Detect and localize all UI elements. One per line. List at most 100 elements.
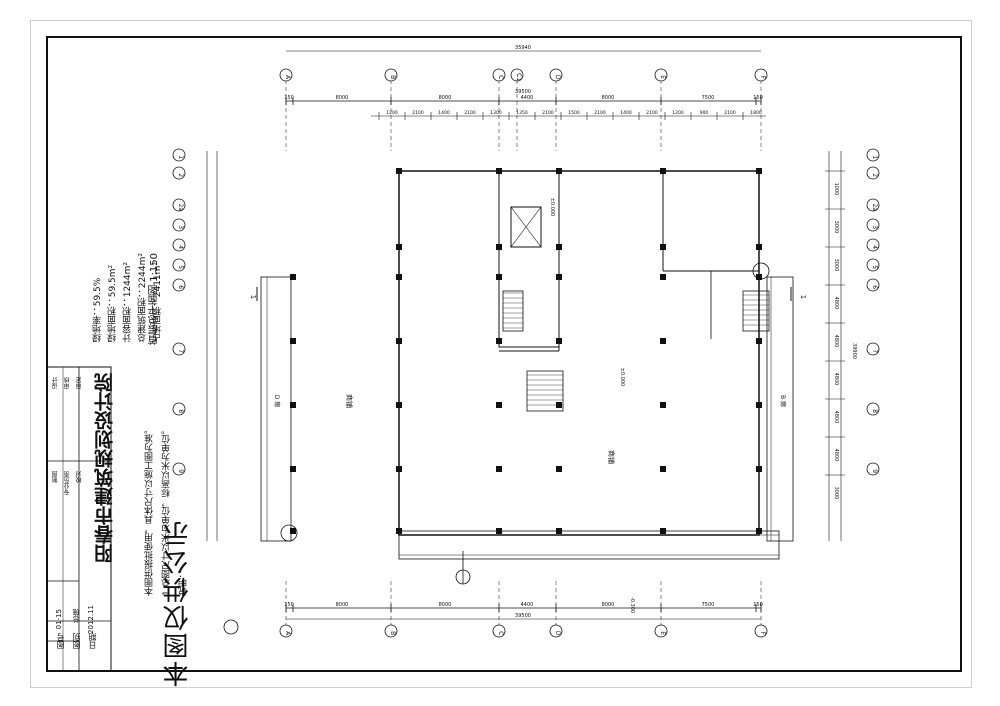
grid-axis-bubble [866, 218, 880, 232]
role-cell: 审核 [64, 377, 71, 389]
side-axis-label: 4 [871, 245, 878, 249]
grid-axis-bubble [754, 68, 768, 82]
area-line: 绿地面积：59.5m² [108, 264, 118, 343]
side-axis-label: 7 [871, 349, 878, 353]
structural-column [496, 274, 502, 280]
dim-label: 2100 [412, 110, 424, 116]
dim-label: 150 [753, 95, 763, 101]
dim-label: 150 [753, 602, 763, 608]
dim-label: 1200 [672, 110, 684, 116]
elevation-label: ±0.000 [549, 198, 555, 217]
grid-axis-bubble [866, 278, 880, 292]
structural-column [756, 338, 762, 344]
structural-column [556, 466, 562, 472]
structural-column [660, 528, 666, 534]
dim-label: 2100 [724, 110, 736, 116]
grid-axis-bubble [172, 218, 186, 232]
canopy-band [398, 530, 780, 560]
structural-column [756, 466, 762, 472]
grid-axis-bubble [172, 402, 186, 416]
grid-axis-bubble [384, 68, 398, 82]
structural-column [756, 528, 762, 534]
lift-cross [510, 206, 542, 248]
elevation-label: -0.300 [629, 597, 635, 613]
grid-axis-label: D [554, 75, 561, 80]
grid-axis-bubble [654, 68, 668, 82]
structural-column [756, 274, 762, 280]
structural-column [290, 274, 296, 280]
dim-label: 150 [284, 602, 294, 608]
side-dim-label: 4800 [833, 297, 839, 310]
corridor-label: D 廊 [273, 395, 281, 408]
side-axis-label: 2 [177, 173, 184, 177]
side-dim-label: 4800 [833, 449, 839, 462]
dim-label: 1800 [750, 110, 762, 116]
grid-axis-bubble [172, 278, 186, 292]
grid-axis-label: C1 [515, 73, 522, 81]
room-label: 商铺 [345, 394, 354, 408]
dim-label: 8000 [602, 95, 615, 101]
side-axis-label: 3 [871, 225, 878, 229]
notes-line: 1.总图尺寸以米为单位，标高以米为单位。 [162, 425, 172, 596]
side-dim-label: 1000 [833, 183, 839, 196]
room-label: 商铺 [607, 450, 616, 464]
overall-dim: 39500 [515, 89, 531, 95]
side-axis-label: 1 [871, 155, 878, 159]
grid-axis-bubble [549, 624, 563, 638]
grid-axis-label: A [284, 631, 291, 636]
grid-axis-label: B [389, 75, 396, 79]
grid-axis-bubble [866, 462, 880, 476]
elevation-label: ±0.000 [619, 368, 625, 387]
building-outline [398, 170, 760, 536]
stair-box [526, 370, 564, 412]
structural-column [660, 168, 666, 174]
structural-column [756, 402, 762, 408]
institute-name: 阳春市建筑规划设计院 [94, 373, 116, 563]
grid-axis-bubble [172, 148, 186, 162]
side-axis-label: 5 [871, 265, 878, 269]
corner-marker [280, 524, 298, 542]
side-axis-label: 6 [177, 285, 184, 289]
grid-axis-bubble [172, 198, 186, 212]
lift-shaft [510, 206, 542, 248]
grid-axis-bubble [654, 624, 668, 638]
grid-axis-label: F [759, 631, 766, 635]
grid-axis-bubble [172, 258, 186, 272]
dim-label: 150 [284, 95, 294, 101]
structural-column [660, 338, 666, 344]
area-stats: 占地面积：2411m² 总建筑面积：2244m² 计容面积：1244m² 绿地面… [91, 253, 164, 342]
structural-column [660, 274, 666, 280]
structural-column [556, 402, 562, 408]
grid-axis-bubble [172, 238, 186, 252]
structural-column [396, 244, 402, 250]
structural-column [496, 244, 502, 250]
structural-column [660, 244, 666, 250]
role-cell: 制图 [52, 471, 59, 483]
side-axis-label: 2a [177, 203, 184, 211]
overall-dim: 39500 [515, 613, 531, 619]
date-value: 2012.11 [87, 605, 95, 634]
reference-marker [223, 619, 239, 635]
structural-column [396, 466, 402, 472]
grid-axis-bubble [492, 624, 506, 638]
stair-box [502, 290, 524, 332]
structural-column [396, 338, 402, 344]
corner-marker [752, 262, 770, 280]
grid-axis-bubble [384, 624, 398, 638]
notes-heading: 说明： [179, 569, 189, 596]
structural-column [396, 168, 402, 174]
grid-axis-bubble [866, 148, 880, 162]
structural-column [496, 466, 502, 472]
drawing-value: 总施 [72, 609, 80, 623]
side-dim-label: 4800 [833, 411, 839, 424]
role-cell: 审定 [76, 377, 83, 389]
date-label: 日期 [88, 633, 97, 649]
dim-label: 4400 [521, 602, 534, 608]
side-axis-label: 7 [177, 349, 184, 353]
notes: 说明： 1.总图尺寸以米为单位，标高以米为单位。 本图供报批使用，具体尺寸以施工… [143, 425, 190, 596]
grid-axis-label: E [659, 631, 666, 635]
dim-label: 2100 [594, 110, 606, 116]
number-label: 图号 [56, 633, 65, 649]
dim-label: 1200 [386, 110, 398, 116]
grid-axis-bubble [866, 166, 880, 180]
